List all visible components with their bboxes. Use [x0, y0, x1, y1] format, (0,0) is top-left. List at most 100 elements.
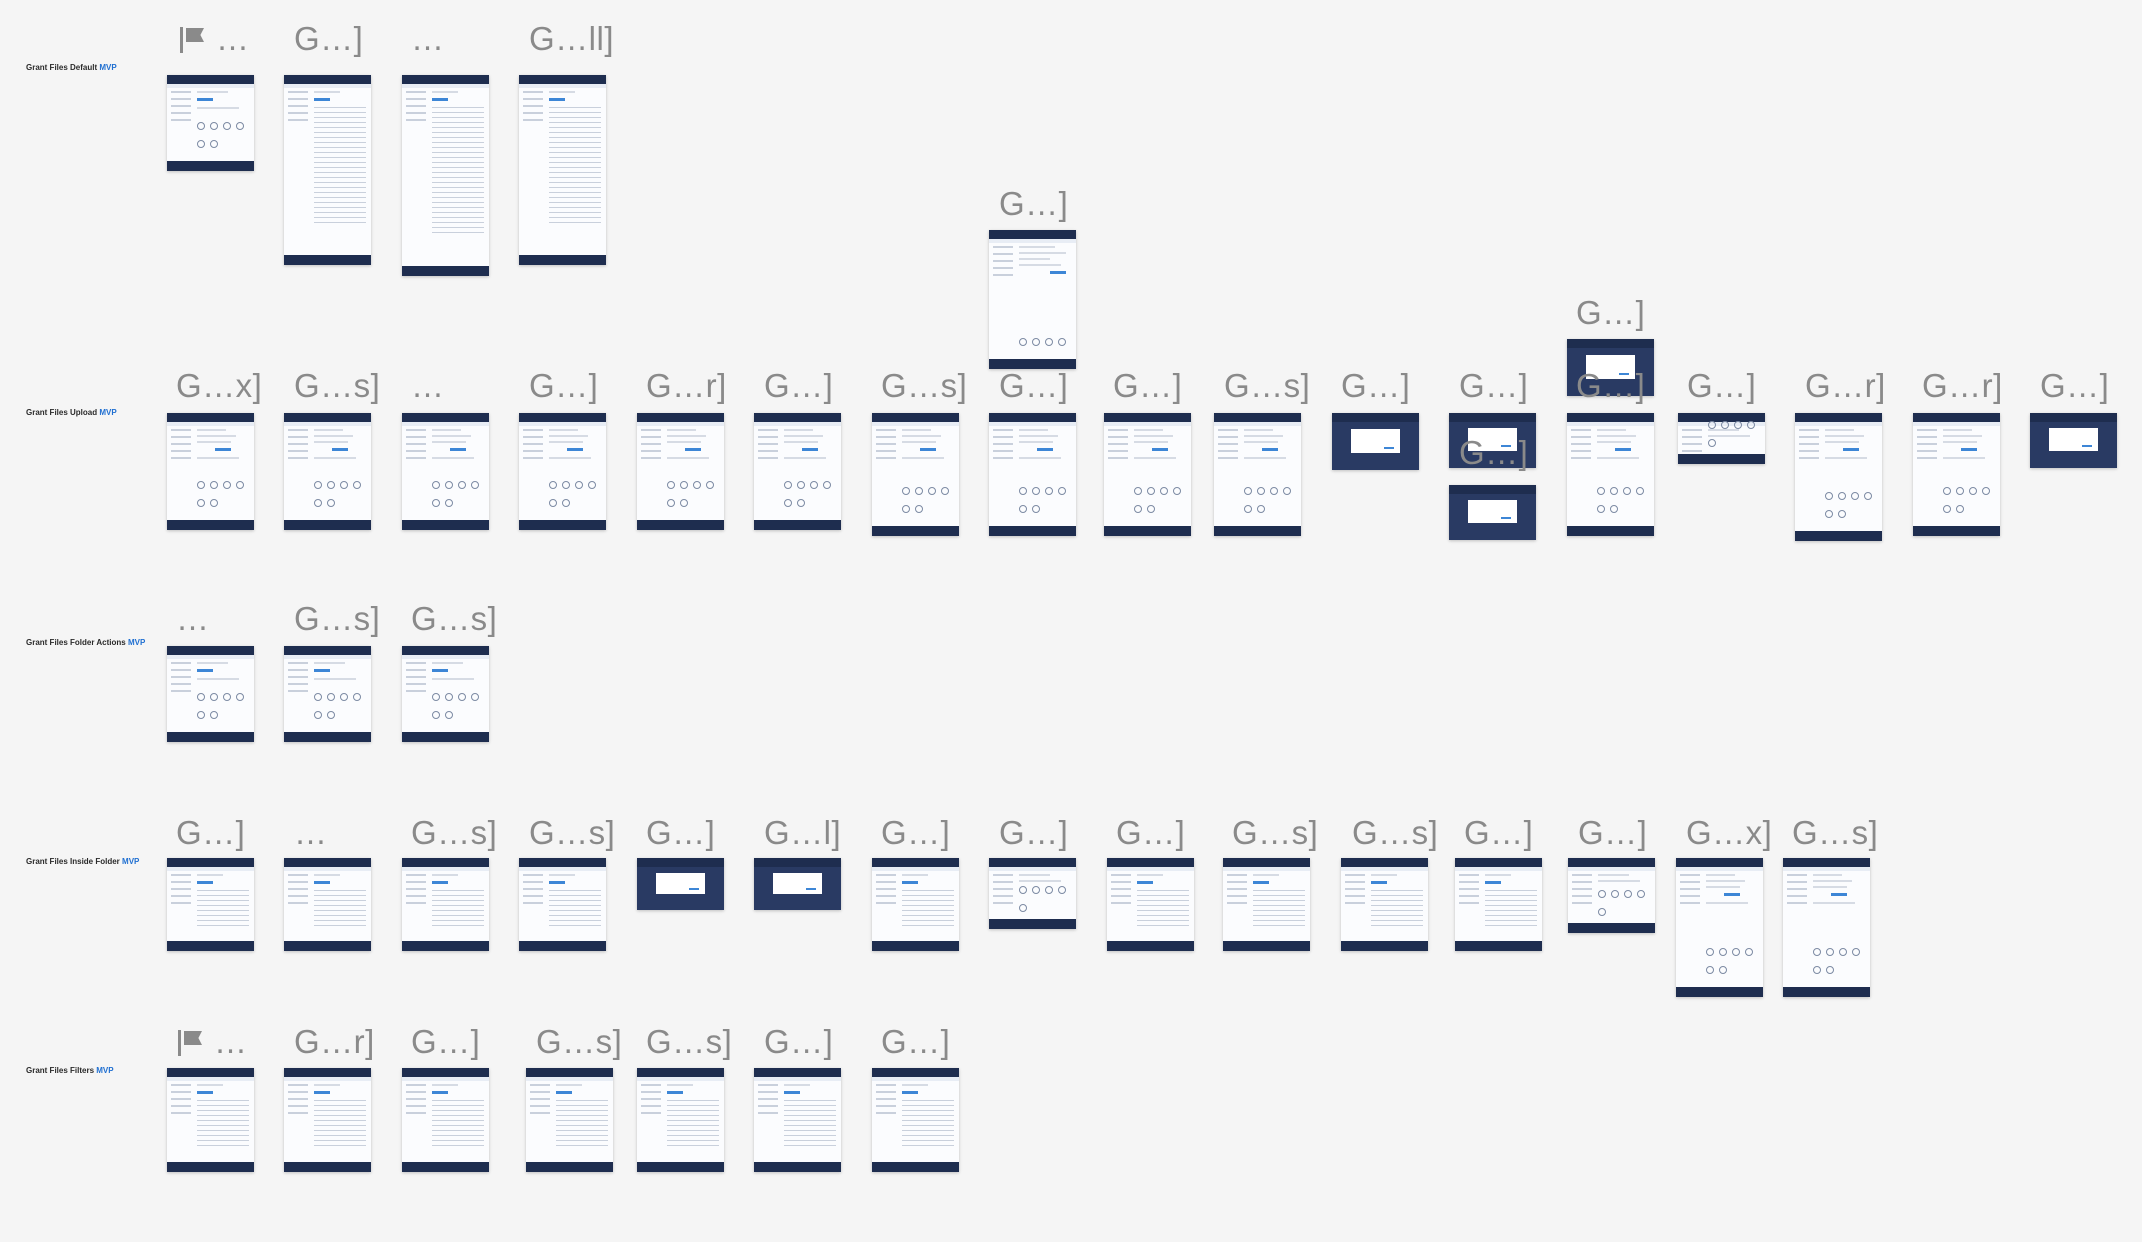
frame-thumbnail[interactable] [1678, 413, 1765, 464]
frame-thumbnail[interactable] [989, 858, 1076, 929]
frame-title[interactable]: … [294, 816, 328, 849]
frame-thumbnail[interactable] [167, 1068, 254, 1172]
frame-title[interactable]: G…s] [411, 602, 497, 635]
frame-title[interactable]: … [176, 602, 210, 635]
frame-thumbnail[interactable] [167, 413, 254, 530]
frame-title[interactable]: G…ll] [529, 22, 614, 55]
frame-title[interactable]: … [411, 369, 445, 402]
frame-thumbnail[interactable] [519, 413, 606, 530]
frame-thumbnail[interactable] [1332, 413, 1419, 470]
frame-title[interactable]: G…r] [1805, 369, 1886, 402]
frame-title[interactable]: G…] [646, 816, 715, 849]
frame-thumbnail[interactable] [167, 858, 254, 951]
frame-title[interactable]: G…x] [1686, 816, 1772, 849]
frame-title[interactable]: G…] [176, 816, 245, 849]
frame-thumbnail[interactable] [1104, 413, 1191, 536]
frame-title[interactable]: G…] [764, 369, 833, 402]
frame-thumbnail[interactable] [519, 858, 606, 951]
frame-thumbnail[interactable] [872, 858, 959, 951]
frame-title[interactable]: G…s] [294, 369, 380, 402]
frame-title[interactable]: … [176, 1025, 248, 1058]
frame-title[interactable]: G…x] [176, 369, 262, 402]
frame-title[interactable]: G…] [999, 816, 1068, 849]
frame-title[interactable]: G…] [1116, 816, 1185, 849]
frame-title[interactable]: G…] [1578, 816, 1647, 849]
frame-title[interactable]: G…] [881, 1025, 950, 1058]
frame-title[interactable]: G…s] [1352, 816, 1438, 849]
frame-title[interactable]: G…s] [1232, 816, 1318, 849]
frame-title[interactable]: G…l] [764, 816, 841, 849]
frame-title[interactable]: G…] [764, 1025, 833, 1058]
frame-title[interactable]: G…r] [1922, 369, 2003, 402]
frame-thumbnail[interactable] [402, 413, 489, 530]
frame-thumbnail[interactable] [1567, 413, 1654, 536]
frame-thumbnail[interactable] [989, 230, 1076, 369]
frame-thumbnail[interactable] [284, 858, 371, 951]
frame-thumbnail[interactable] [1449, 485, 1536, 540]
frame-title[interactable]: G…s] [294, 602, 380, 635]
frame-thumbnail[interactable] [402, 1068, 489, 1172]
frame-thumbnail[interactable] [284, 75, 371, 265]
frame-title[interactable]: G…s] [1792, 816, 1878, 849]
frame-thumbnail[interactable] [519, 75, 606, 265]
frame-thumbnail[interactable] [167, 646, 254, 742]
frame-thumbnail[interactable] [1913, 413, 2000, 536]
frame-thumbnail[interactable] [1223, 858, 1310, 951]
frame-thumbnail[interactable] [402, 646, 489, 742]
frame-thumbnail[interactable] [637, 1068, 724, 1172]
frame-title[interactable]: … [411, 22, 445, 55]
frame-title[interactable]: G…] [1687, 369, 1756, 402]
frame-title[interactable]: G…] [529, 369, 598, 402]
frame-thumbnail[interactable] [754, 858, 841, 910]
frame-title[interactable]: … [178, 22, 250, 55]
frame-thumbnail[interactable] [872, 413, 959, 536]
frame-title[interactable]: G…s] [529, 816, 615, 849]
frame-thumbnail[interactable] [754, 413, 841, 530]
frame-title[interactable]: G…] [1341, 369, 1410, 402]
frame-title[interactable]: G…] [999, 369, 1068, 402]
frame-title[interactable]: G…s] [536, 1025, 622, 1058]
frame-thumbnail[interactable] [872, 1068, 959, 1172]
frame-title[interactable]: G…s] [411, 816, 497, 849]
frame-title[interactable]: G…] [1459, 436, 1528, 469]
frame-thumbnail[interactable] [1107, 858, 1194, 951]
frame-title[interactable]: G…] [411, 1025, 480, 1058]
frame-thumbnail[interactable] [637, 413, 724, 530]
frame-title[interactable]: G…] [1459, 369, 1528, 402]
frame-thumbnail[interactable] [1341, 858, 1428, 951]
frame-title[interactable]: G…] [1464, 816, 1533, 849]
frame-title[interactable]: G…s] [1224, 369, 1310, 402]
frame-title[interactable]: G…] [1113, 369, 1182, 402]
frame-title[interactable]: G…] [999, 187, 1068, 220]
frame-thumbnail[interactable] [1449, 413, 1536, 468]
frame-thumbnail[interactable] [402, 75, 489, 276]
frame-thumbnail[interactable] [637, 858, 724, 910]
frame-thumbnail[interactable] [1214, 413, 1301, 536]
frame-title[interactable]: G…] [1576, 369, 1645, 402]
frame-title[interactable]: G…r] [646, 369, 727, 402]
frame-title[interactable]: G…] [881, 816, 950, 849]
frame-thumbnail[interactable] [1455, 858, 1542, 951]
frame-thumbnail[interactable] [402, 858, 489, 951]
frame-thumbnail[interactable] [284, 646, 371, 742]
frame-thumbnail[interactable] [1567, 339, 1654, 396]
frame-title[interactable]: G…s] [646, 1025, 732, 1058]
frame-thumbnail[interactable] [1783, 858, 1870, 997]
frame-thumbnail[interactable] [1795, 413, 1882, 541]
frame-thumbnail[interactable] [1676, 858, 1763, 997]
frame-thumbnail[interactable] [1568, 858, 1655, 933]
frame-thumbnail[interactable] [989, 413, 1076, 536]
frame-title[interactable]: G…s] [881, 369, 967, 402]
frame-title[interactable]: G…] [294, 22, 363, 55]
frame-title[interactable]: G…] [1576, 296, 1645, 329]
frame-thumbnail[interactable] [284, 413, 371, 530]
frame-title[interactable]: G…] [2040, 369, 2109, 402]
frame-title-text: G…s] [1792, 814, 1879, 851]
frame-thumbnail[interactable] [754, 1068, 841, 1172]
frame-thumbnail[interactable] [284, 1068, 371, 1172]
frame-thumbnail[interactable] [167, 75, 254, 171]
frame-thumbnail[interactable] [2030, 413, 2117, 468]
frame-title[interactable]: G…r] [294, 1025, 375, 1058]
frame-thumbnail[interactable] [526, 1068, 613, 1172]
